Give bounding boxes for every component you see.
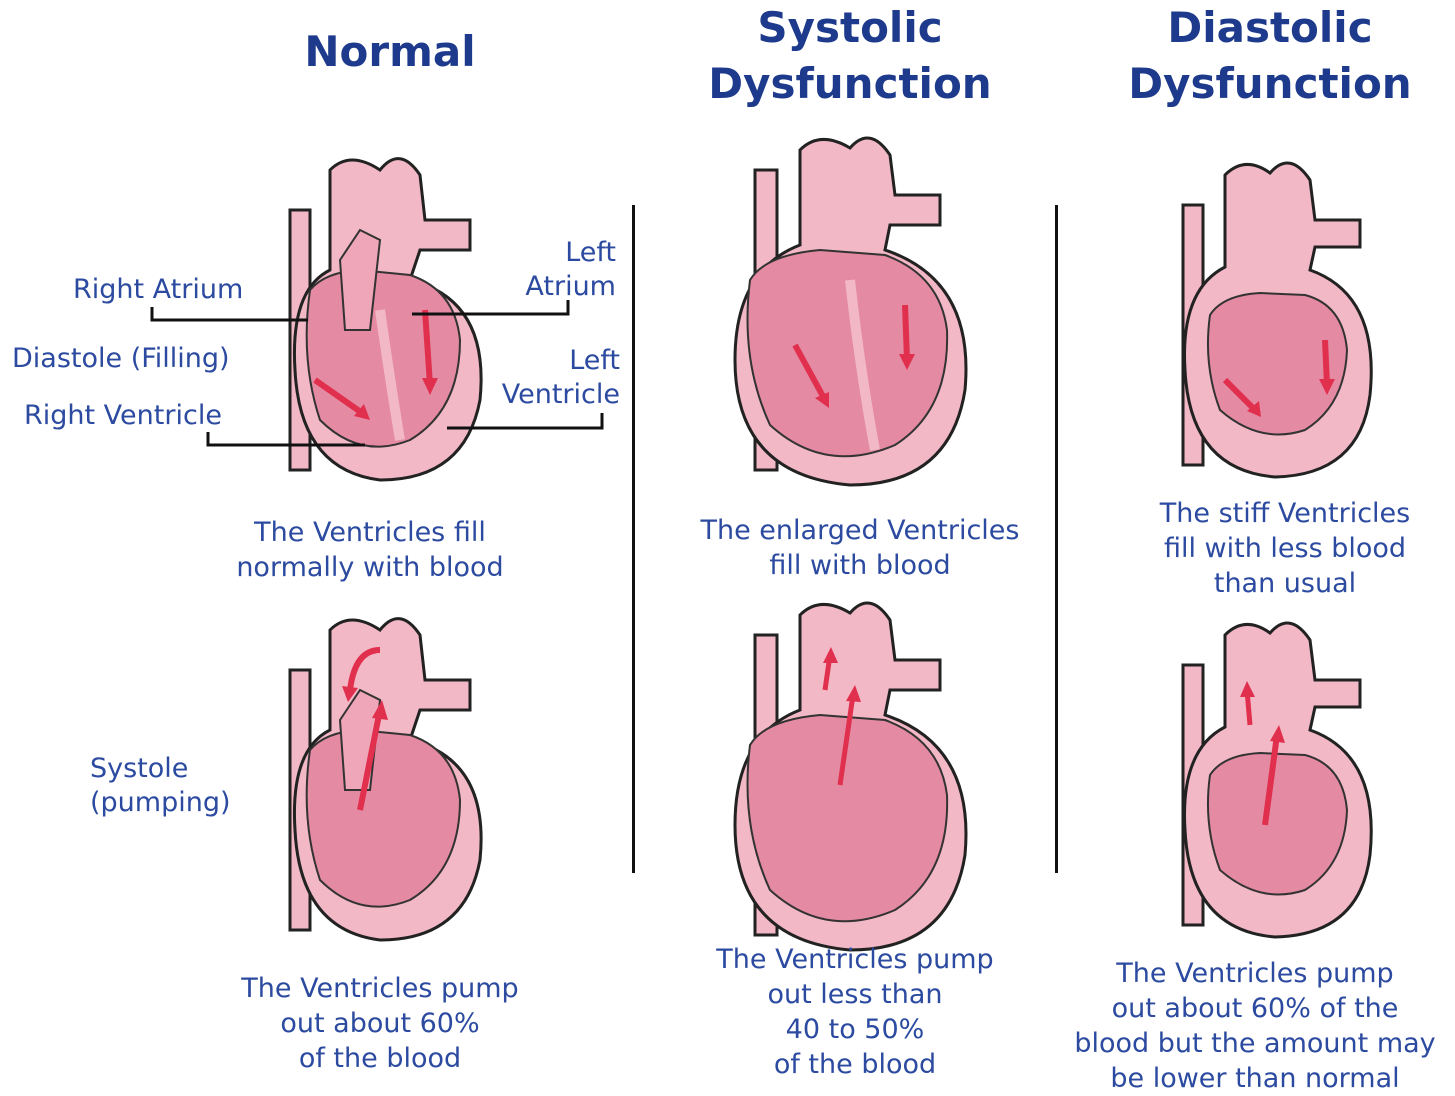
caption-normal-pumping: The Ventricles pump out about 60% of the… bbox=[210, 971, 550, 1076]
caption-systolic-filling: The enlarged Ventricles fill with blood bbox=[680, 513, 1040, 583]
label-left-atrium: Left Atrium bbox=[470, 236, 616, 304]
label-diastole-filling: Diastole (Filling) bbox=[12, 342, 230, 376]
caption-normal-filling: The Ventricles fill normally with blood bbox=[200, 515, 540, 585]
label-right-atrium: Right Atrium bbox=[73, 273, 243, 307]
caption-diastolic-filling: The stiff Ventricles fill with less bloo… bbox=[1120, 496, 1450, 601]
caption-diastolic-pumping: The Ventricles pump out about 60% of the… bbox=[1060, 956, 1450, 1096]
label-systole-pumping: Systole (pumping) bbox=[90, 752, 231, 820]
label-right-ventricle: Right Ventricle bbox=[24, 399, 222, 433]
caption-systolic-pumping: The Ventricles pump out less than 40 to … bbox=[680, 942, 1030, 1082]
label-left-ventricle: Left Ventricle bbox=[470, 344, 620, 412]
